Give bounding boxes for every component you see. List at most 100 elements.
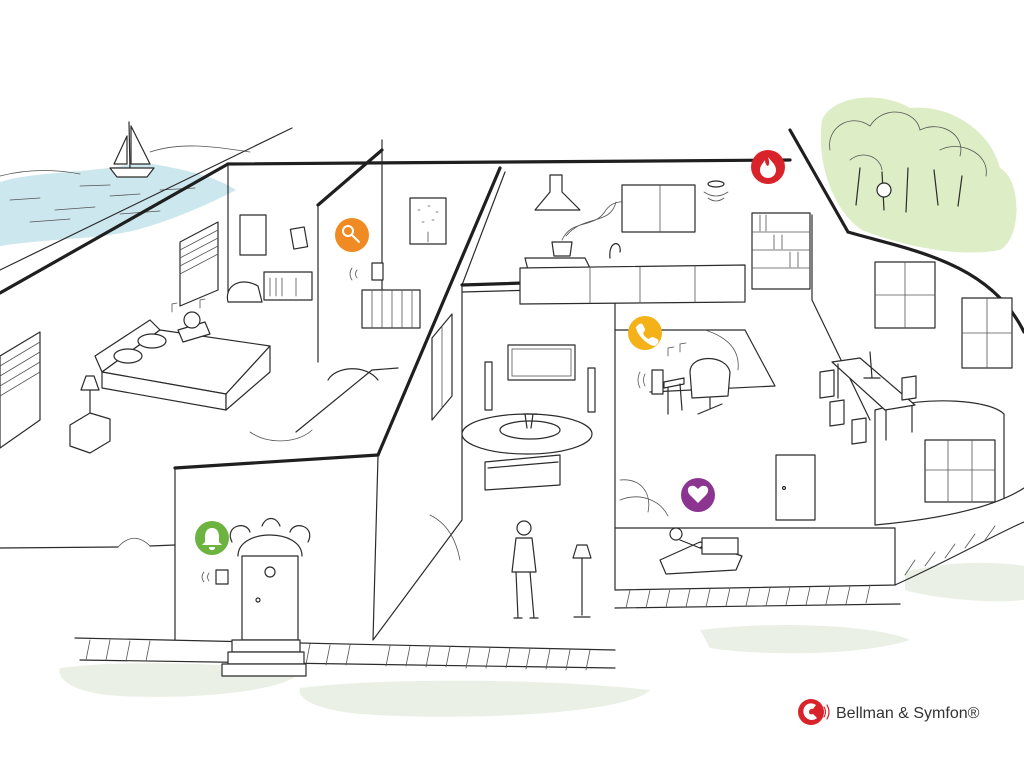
bedroom-back-window-blinds (179, 229, 219, 275)
marker-baby-monitor (335, 218, 369, 252)
marker-phone-circle (628, 316, 662, 350)
entry-door (241, 555, 299, 641)
bellman-logo-c-shape (803, 703, 817, 720)
marker-phone (628, 316, 662, 350)
nursery-partition-top (316, 148, 384, 207)
phone-side-table-legs (667, 383, 683, 415)
coffee-table-vase (522, 413, 538, 429)
bay-window-right-panes (961, 297, 1013, 369)
bedroom-door-swing (249, 429, 313, 442)
bedroom-inner-wall (295, 367, 399, 433)
sailboat-hull (109, 167, 155, 178)
right-room-diagonal-wall (788, 128, 850, 234)
bookshelf (751, 212, 811, 290)
phone-side-table (663, 377, 685, 389)
bedroom-speaker (183, 311, 201, 329)
central-wall-face (372, 286, 463, 641)
sailboat-jib (113, 135, 128, 165)
lounge (619, 496, 743, 575)
tree-crowns (829, 111, 987, 177)
trees (829, 111, 987, 213)
lounge-armchair-legs (697, 397, 723, 415)
lounge-slab-lower (614, 603, 901, 609)
ground-wash-right (700, 625, 910, 654)
bookshelf-shelves (751, 214, 811, 269)
central-diagonal-wall (376, 166, 502, 457)
nursery-stars (417, 205, 439, 243)
sailboat (109, 121, 155, 178)
bedroom-low-shelf-books (269, 277, 297, 297)
entry-door-arch (237, 534, 303, 557)
door-swing-left (117, 537, 151, 548)
nursery-small-picture (289, 226, 309, 250)
entry (201, 517, 311, 677)
dining-table-legs (837, 363, 913, 441)
marker-personal-alarm (681, 478, 715, 512)
left-outer-wall-top (0, 127, 293, 271)
curved-wall-base (894, 521, 1024, 586)
ground-wash-far-right (905, 562, 1024, 602)
lounge-slab-hatching (625, 584, 871, 609)
lounge-back-door-knob (781, 485, 787, 491)
cooking-pot (551, 241, 573, 257)
crib (361, 289, 421, 329)
dining-lamp (863, 351, 881, 379)
brand-logo-text: Bellman & Symfon® (836, 705, 980, 722)
doorbell-receiver-device (215, 569, 229, 585)
bed-pillow-2 (137, 333, 167, 349)
living-room-door-swing (429, 479, 650, 561)
television-screen (511, 348, 572, 377)
reclining-person-head (669, 527, 683, 541)
speaker-right (587, 367, 596, 413)
left-outer-wall (0, 162, 230, 295)
front-bay-window-panes (924, 439, 996, 503)
kitchen-door-swing (704, 329, 739, 371)
left-floor-edge (0, 544, 176, 549)
television (507, 344, 576, 381)
sailboat-mainsail (130, 125, 151, 165)
curved-wall-hatching (904, 525, 996, 576)
heart-icon (687, 485, 709, 503)
dining-table (831, 357, 916, 411)
bellman-logo-sound-waves (823, 704, 830, 720)
flame-icon (760, 157, 776, 178)
tree-watercolor (820, 97, 1017, 253)
bedroom-left-window (0, 331, 41, 449)
phone-sound-waves (637, 371, 646, 389)
dining-chair-4 (901, 375, 917, 401)
baby-monitor-device (371, 262, 384, 281)
background-washes (0, 97, 1024, 717)
distant-hills (0, 145, 251, 177)
sea-watercolor (0, 162, 236, 246)
kitchen-music-notes (667, 342, 687, 357)
floor-lamp-pole (573, 557, 591, 618)
bell-icon (202, 528, 222, 550)
marker-smoke-alarm (751, 150, 785, 184)
standing-man-legs (513, 571, 539, 619)
front-slab-bottom (79, 659, 616, 669)
music-notes (171, 298, 206, 313)
dining-chair-2 (829, 399, 845, 427)
crib-bars (371, 289, 413, 329)
bedroom-low-shelf (263, 271, 313, 301)
standing-man-head (516, 520, 532, 536)
nightstand (69, 412, 111, 454)
coffee-table (499, 420, 561, 440)
dining-chair-3 (851, 417, 867, 445)
entry-door-peephole (264, 566, 276, 578)
baby-monitor-vibration (349, 267, 358, 281)
nursery-picture-frame (239, 214, 267, 256)
entry-door-knob (255, 597, 261, 603)
curved-wall-front (874, 400, 1024, 526)
lounge-door-swing (619, 496, 669, 517)
range-hood (534, 174, 581, 211)
front-bay-window (924, 439, 996, 503)
entry-wall-top (173, 453, 380, 470)
kitchen-upper-cabinet (621, 184, 696, 233)
ground-wash-center (299, 680, 650, 717)
sofa-back (487, 461, 559, 469)
standing-man-body (511, 537, 537, 573)
smoke-detector-waves (703, 191, 729, 202)
entry-door-scrollwork (229, 517, 311, 543)
